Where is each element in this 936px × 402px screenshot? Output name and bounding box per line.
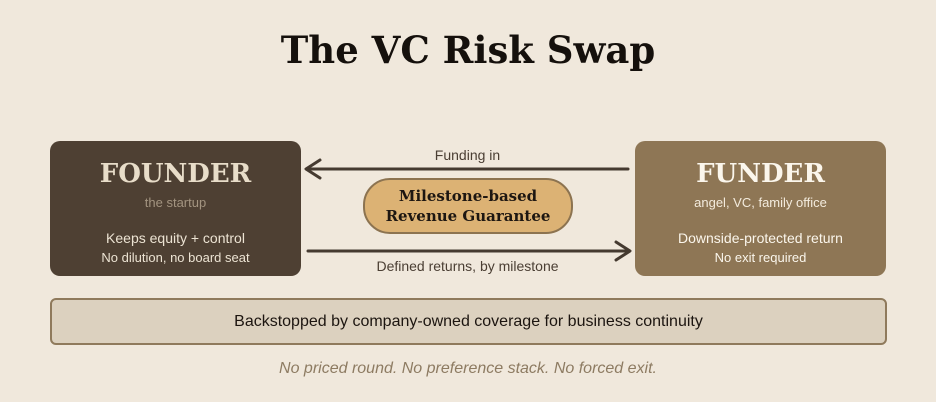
- defined-returns-arrow: [306, 240, 632, 262]
- backstop-text: Backstopped by company-owned coverage fo…: [234, 312, 703, 330]
- defined-returns-label: Defined returns, by milestone: [376, 258, 559, 274]
- founder-detail: No dilution, no board seat: [101, 250, 250, 265]
- funder-subtitle: angel, VC, family office: [694, 195, 827, 210]
- footer-tagline: No priced round. No preference stack. No…: [279, 360, 657, 377]
- funder-benefit: Downside-protected return: [678, 230, 843, 246]
- founder-heading: FOUNDER: [99, 159, 252, 189]
- revenue-guarantee-pill: Milestone-based Revenue Guarantee: [363, 178, 573, 234]
- funder-heading: FUNDER: [696, 159, 825, 189]
- pill-line1: Milestone-based: [398, 187, 538, 205]
- founder-benefit: Keeps equity + control: [106, 230, 245, 246]
- funder-detail: No exit required: [714, 250, 807, 265]
- founder-box: FOUNDER the startup Keeps equity + contr…: [50, 141, 301, 276]
- funder-box: FUNDER angel, VC, family office Downside…: [635, 141, 886, 276]
- founder-subtitle: the startup: [144, 195, 207, 210]
- funding-in-arrow: [304, 158, 630, 180]
- backstop-banner: Backstopped by company-owned coverage fo…: [50, 298, 887, 345]
- page-title: The VC Risk Swap: [280, 28, 656, 72]
- funding-in-label: Funding in: [434, 147, 501, 163]
- pill-line2: Revenue Guarantee: [385, 207, 551, 225]
